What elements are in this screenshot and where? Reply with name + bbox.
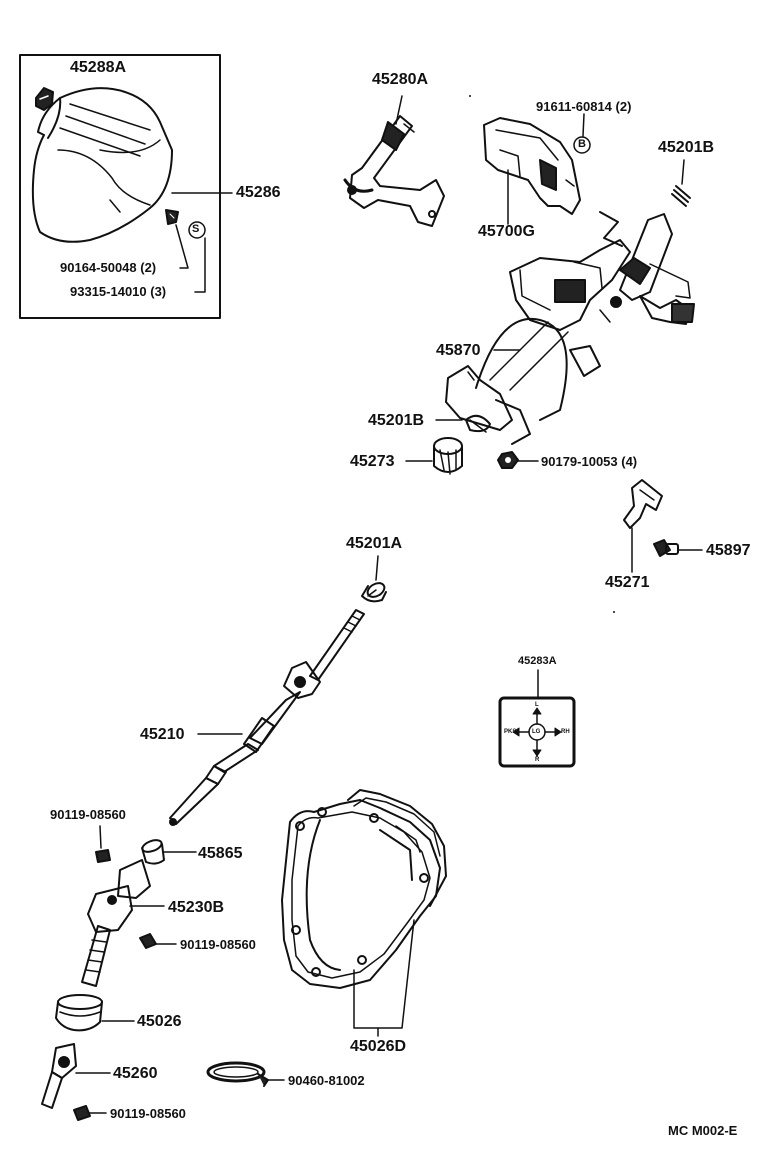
column-cover-45286 xyxy=(31,87,173,243)
plate-label-right: RH xyxy=(561,729,570,735)
bracket-45280A xyxy=(343,115,445,227)
plate-label-center: LG xyxy=(532,729,541,735)
bolt-90119-b xyxy=(139,933,157,949)
marker-b-ring xyxy=(573,136,591,154)
label-45700G: 45700G xyxy=(478,223,535,240)
label-45283A: 45283A xyxy=(518,655,557,667)
label-45273: 45273 xyxy=(350,453,395,470)
screw-90164 xyxy=(165,209,179,225)
label-90164: 90164-50048 (2) xyxy=(60,260,157,275)
label-45280A: 45280A xyxy=(372,71,429,88)
label-45201B-top: 45201B xyxy=(658,139,715,156)
label-45210: 45210 xyxy=(140,726,185,743)
marker-b: B xyxy=(578,138,586,150)
label-90460: 90460-81002 xyxy=(288,1073,365,1088)
bolt-90119-a xyxy=(95,849,111,863)
label-45201B-mid: 45201B xyxy=(368,412,425,429)
leader-90164 xyxy=(175,224,189,269)
leader-45280A xyxy=(395,95,403,125)
bracket-plate-45700G xyxy=(483,117,581,215)
label-93315: 93315-14010 (3) xyxy=(70,284,167,299)
screw-45897 xyxy=(653,539,679,557)
plate-label-top: L xyxy=(535,702,539,708)
spring-45201B-top xyxy=(671,185,691,207)
label-45201A: 45201A xyxy=(346,535,403,552)
marker-s-ring xyxy=(188,221,206,239)
marker-s: S xyxy=(192,223,200,235)
label-45286: 45286 xyxy=(236,184,281,201)
joint-45260 xyxy=(41,1043,77,1109)
bolt-90119-c xyxy=(73,1105,91,1121)
label-45260: 45260 xyxy=(113,1065,158,1082)
leader-91611 xyxy=(582,113,585,137)
label-45897: 45897 xyxy=(706,542,751,559)
label-91611: 91611-60814 (2) xyxy=(536,99,632,114)
collar-45865 xyxy=(141,839,165,865)
universal-joint-45230B xyxy=(81,859,151,987)
leader-45201B-top xyxy=(681,159,685,185)
label-90119-c: 90119-08560 xyxy=(110,1106,186,1121)
leader-90119-a xyxy=(99,825,102,849)
nut-90179 xyxy=(497,451,519,469)
leader-93315 xyxy=(194,237,206,293)
main-shaft-45210 xyxy=(169,609,365,826)
bushing-45201A xyxy=(361,582,387,603)
label-45271: 45271 xyxy=(605,574,650,591)
steering-column-45870 xyxy=(445,211,695,445)
label-90119-b: 90119-08560 xyxy=(180,937,256,952)
bushing-45273 xyxy=(433,437,463,475)
diagram-code: MC M002-E xyxy=(668,1123,738,1138)
label-90119-a: 90119-08560 xyxy=(50,807,126,822)
dust-cover-45026D xyxy=(281,789,447,989)
label-45288A: 45288A xyxy=(70,59,127,76)
clamp-90460 xyxy=(206,1061,269,1087)
shift-plate-45283A xyxy=(498,696,576,768)
label-45865: 45865 xyxy=(198,845,243,862)
leader-45201A xyxy=(375,555,379,581)
plate-label-left: PKS xyxy=(504,729,517,735)
label-45026: 45026 xyxy=(137,1013,182,1030)
lever-45271 xyxy=(623,479,663,529)
label-45870: 45870 xyxy=(436,342,481,359)
boot-45026 xyxy=(55,994,103,1032)
spring-45201B-mid xyxy=(465,414,491,433)
label-90179: 90179-10053 (4) xyxy=(541,454,638,469)
label-45230B: 45230B xyxy=(168,899,225,916)
plate-label-bottom: R xyxy=(535,757,540,763)
label-45026D: 45026D xyxy=(350,1038,407,1055)
cover-group-box xyxy=(19,54,221,319)
